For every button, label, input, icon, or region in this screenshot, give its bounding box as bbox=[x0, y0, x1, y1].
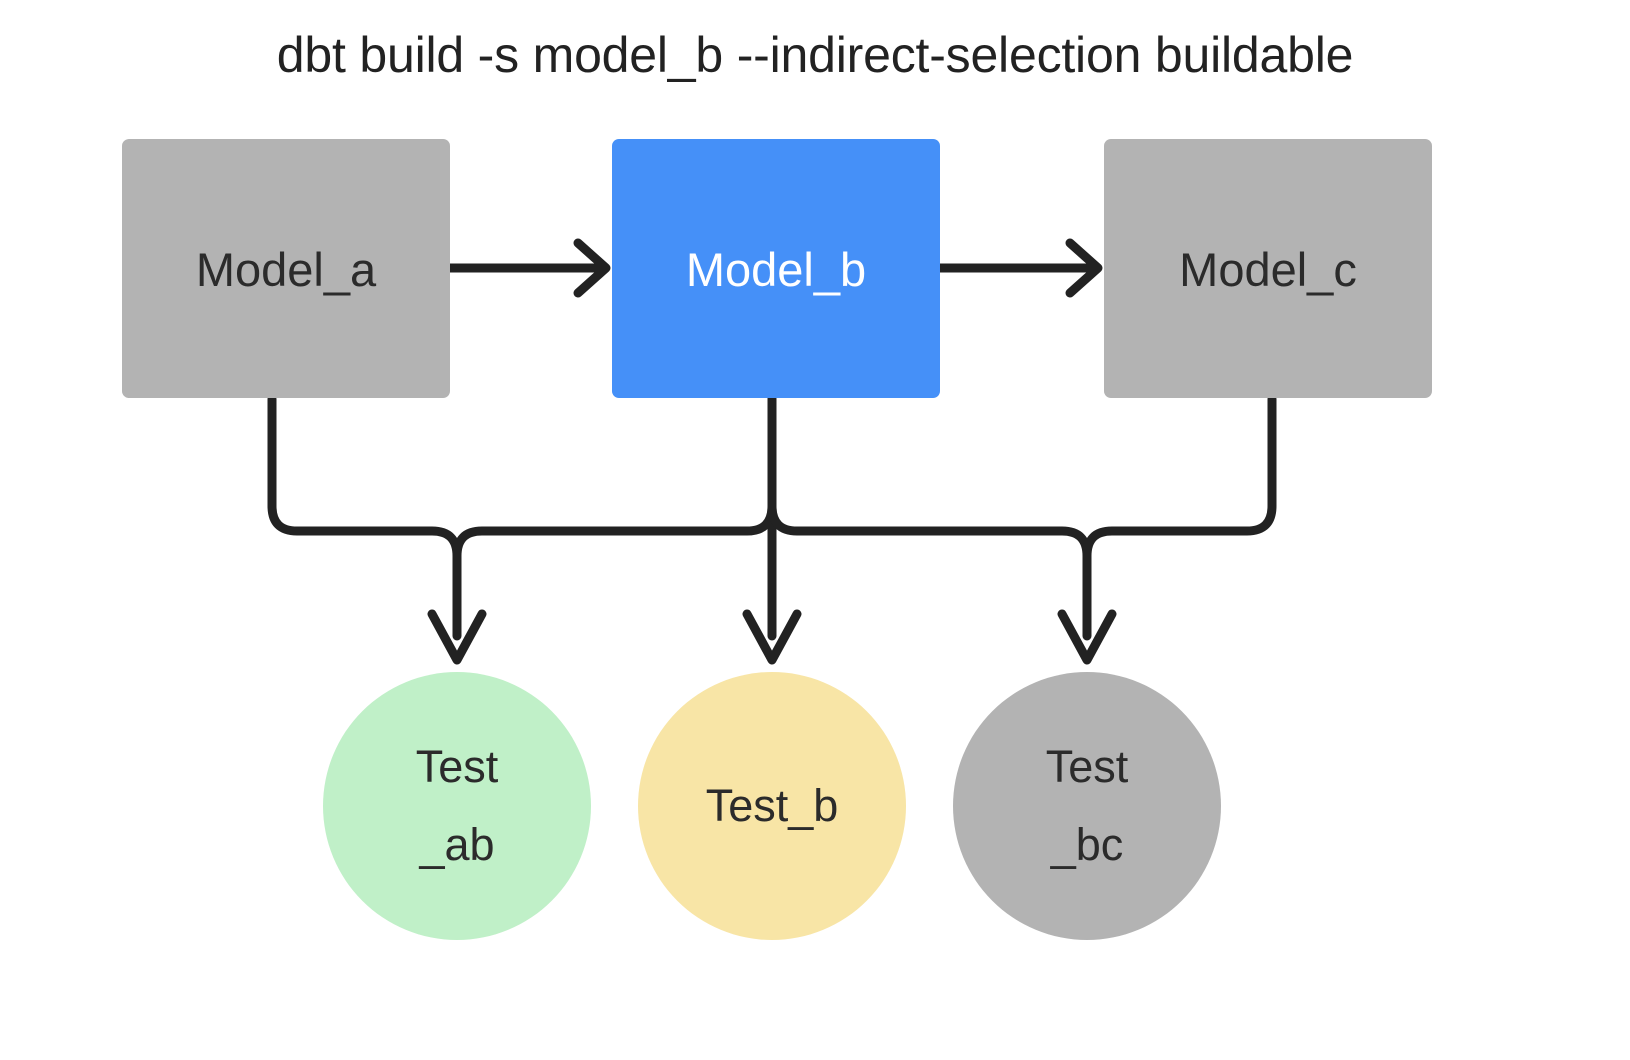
edge-model-a-to-test-ab bbox=[267, 394, 487, 665]
node-model-a-label: Model_a bbox=[195, 243, 377, 296]
edge-model-b-to-test-bc bbox=[767, 501, 1117, 665]
node-test-ab-label-line2: _ab bbox=[419, 819, 495, 870]
node-model-c[interactable]: Model_c bbox=[1104, 139, 1432, 398]
node-model-c-label: Model_c bbox=[1179, 243, 1357, 296]
edge-model-a-to-model-b bbox=[445, 238, 611, 298]
node-test-ab[interactable]: Test _ab bbox=[323, 672, 591, 940]
node-model-a[interactable]: Model_a bbox=[122, 139, 450, 398]
node-test-bc[interactable]: Test _bc bbox=[953, 672, 1221, 940]
diagram-title: dbt build -s model_b --indirect-selectio… bbox=[276, 27, 1354, 83]
edge-model-b-to-test-ab bbox=[452, 394, 777, 561]
node-model-b-label: Model_b bbox=[685, 243, 867, 296]
node-test-bc-label-line2: _bc bbox=[1050, 819, 1124, 870]
node-test-b-label-line1: Test_b bbox=[705, 780, 839, 831]
edge-model-c-to-test-bc bbox=[1082, 394, 1277, 561]
edge-model-b-to-model-c bbox=[935, 238, 1103, 298]
node-test-bc-label-line1: Test bbox=[1045, 741, 1129, 792]
node-model-b[interactable]: Model_b bbox=[612, 139, 940, 398]
node-test-ab-label-line1: Test bbox=[415, 741, 499, 792]
node-test-b[interactable]: Test_b bbox=[638, 672, 906, 940]
edge-model-b-to-test-b bbox=[742, 394, 802, 665]
